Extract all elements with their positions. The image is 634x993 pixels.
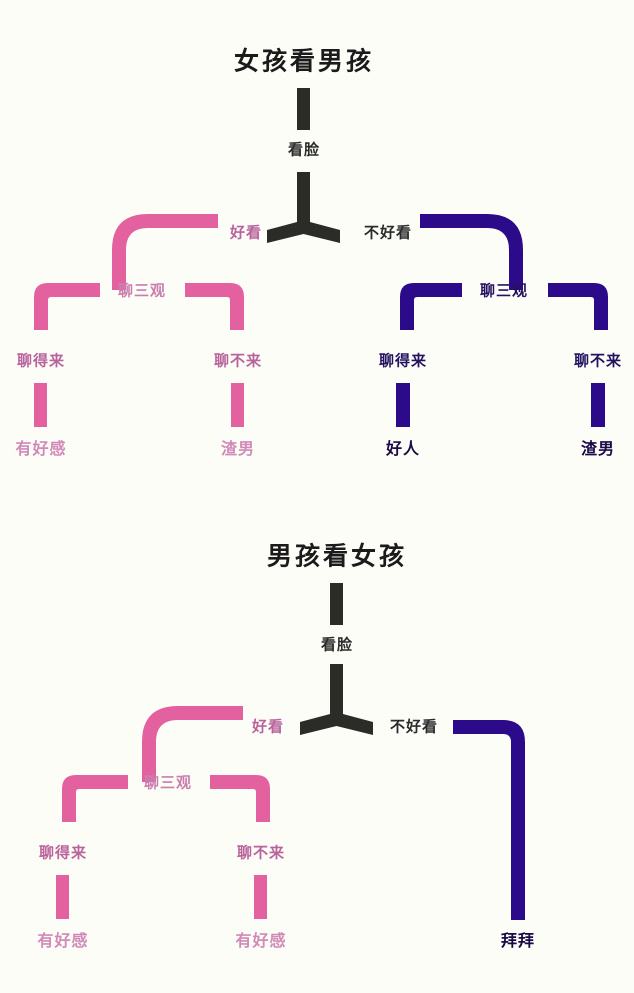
t1-right-node-label: 聊三观 xyxy=(479,282,529,300)
t2-left-child2-edge-label: 聊不来 xyxy=(236,844,286,862)
t1-trunk-upper xyxy=(297,88,310,130)
t1-right-child1-edge-label: 聊得来 xyxy=(378,352,428,370)
t1-left-edge-label: 好看 xyxy=(229,224,263,242)
t2-left-arm-l xyxy=(62,775,128,822)
t2-left-leaf2-label: 有好感 xyxy=(235,933,287,950)
t2-right-edge-label: 不好看 xyxy=(389,718,439,736)
t1-right-leaf2-label: 渣男 xyxy=(580,441,616,458)
t1-left-leaf2-label: 渣男 xyxy=(220,441,256,458)
t1-left-leaf1-label: 有好感 xyxy=(15,441,67,458)
t1-left-stem-1 xyxy=(34,383,47,427)
t2-trunk-upper xyxy=(330,583,343,625)
t2-right-long-drop xyxy=(453,720,525,920)
t2-left-stem-1 xyxy=(56,875,69,919)
t2-left-arm-r xyxy=(210,775,270,822)
t1-left-arm-l xyxy=(34,283,100,330)
t1-left-child1-edge-label: 聊得来 xyxy=(16,352,66,370)
t1-left-arm-r xyxy=(185,283,244,330)
t1-right-stem-1 xyxy=(396,383,410,427)
t2-right-leaf-label: 拜拜 xyxy=(500,933,536,950)
t1-root-edge-label: 看脸 xyxy=(287,141,321,159)
chart-title-girl-looks-at-boy: 女孩看男孩 xyxy=(233,47,375,76)
t1-right-child2-edge-label: 聊不来 xyxy=(573,352,623,370)
t1-right-leaf1-label: 好人 xyxy=(385,441,421,458)
t1-left-elbow xyxy=(112,214,218,290)
t2-left-stem-2 xyxy=(254,875,267,919)
t1-trunk-split xyxy=(267,172,340,243)
t2-trunk-split xyxy=(300,664,373,735)
t1-left-node-label: 聊三观 xyxy=(117,282,167,300)
t2-root-edge-label: 看脸 xyxy=(320,636,354,654)
t1-right-edge-label: 不好看 xyxy=(363,224,413,242)
t2-left-child1-edge-label: 聊得来 xyxy=(38,844,88,862)
t2-left-edge-label: 好看 xyxy=(251,718,285,736)
t1-right-arm-l xyxy=(400,283,462,330)
t1-right-arm-r xyxy=(548,283,608,330)
t2-left-leaf1-label: 有好感 xyxy=(37,933,89,950)
t1-right-stem-2 xyxy=(591,383,605,427)
chart-title-boy-looks-at-girl: 男孩看女孩 xyxy=(266,542,408,571)
t2-left-node-label: 聊三观 xyxy=(143,774,193,792)
t2-left-elbow xyxy=(142,706,243,782)
t1-left-stem-2 xyxy=(231,383,244,427)
t1-left-child2-edge-label: 聊不来 xyxy=(213,352,263,370)
t1-right-elbow xyxy=(420,214,523,290)
